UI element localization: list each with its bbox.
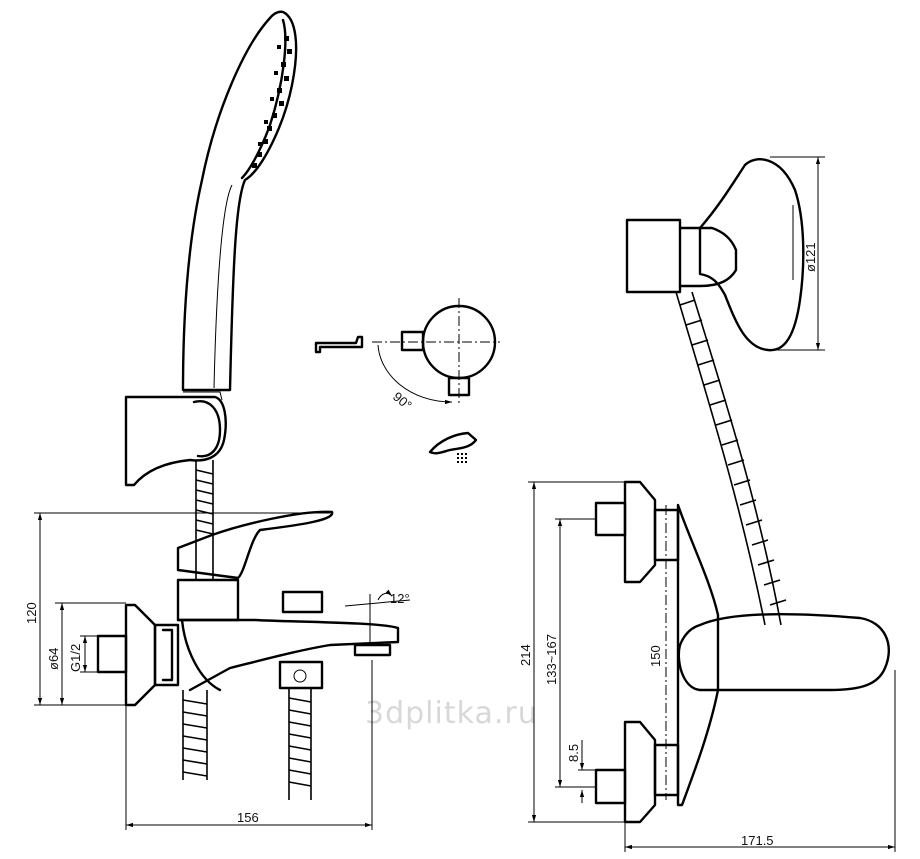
- label-offset: 8.5: [566, 744, 581, 762]
- label-left-height: 120: [24, 602, 39, 624]
- label-left-width: 156: [237, 810, 259, 825]
- mixer-side-view: [96, 510, 411, 800]
- label-center-distance-range: 133~167: [544, 634, 559, 685]
- mixer-front-view: [594, 480, 890, 824]
- hand-shower-front-view: [124, 10, 298, 580]
- watermark: 3dplitka.ru: [365, 696, 538, 731]
- label-right-width: 171.5: [741, 833, 774, 848]
- right-dimensions: [528, 156, 896, 852]
- left-dimensions: [34, 512, 373, 830]
- label-thread: G1/2: [68, 644, 83, 672]
- label-center-distance: 150: [648, 645, 663, 667]
- rotation-detail: [314, 298, 500, 463]
- shower-head-side-view: [625, 158, 805, 626]
- label-flange-diameter: ø64: [46, 648, 61, 670]
- water-drops-icon: [457, 453, 467, 463]
- label-shower-head-diameter: ø121: [803, 242, 818, 272]
- label-spout-angle: 12°: [390, 591, 410, 606]
- label-right-height: 214: [518, 644, 533, 666]
- nozzle-pattern: [252, 36, 292, 168]
